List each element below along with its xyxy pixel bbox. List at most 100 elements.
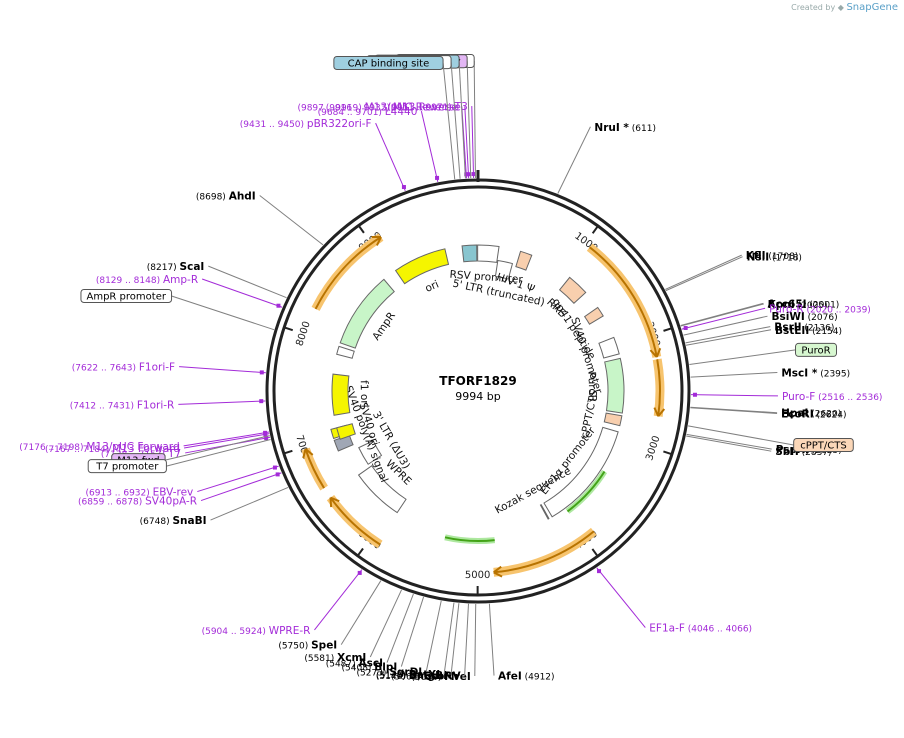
primer-leader-4 xyxy=(375,122,406,191)
box-leader-6 xyxy=(164,435,270,461)
feature-label-puror: PuroR xyxy=(585,371,598,402)
tick-7000 xyxy=(284,449,293,455)
boxed-label-cppt-cts xyxy=(793,438,854,453)
primer-mark-wpre-r xyxy=(357,570,362,575)
site-label-bsiwi: BsiWI (2076) xyxy=(771,311,837,323)
site-leader-8 xyxy=(690,371,778,378)
primer-leader-14 xyxy=(681,307,766,330)
feature-block-16 xyxy=(336,345,355,359)
tick-4000 xyxy=(591,548,598,556)
orf-arrowhead-5 xyxy=(371,235,382,246)
boxed-label-ampr-promoter xyxy=(80,288,173,303)
orf-line-1 xyxy=(656,359,661,417)
site-leader-17 xyxy=(443,602,455,675)
site-leader-18 xyxy=(425,600,442,672)
primer-leader-13 xyxy=(314,569,363,631)
primer-label-ef1a-f: EF1a-F (4046 .. 4066) xyxy=(649,623,752,635)
plasmid-name: TFORF1829 xyxy=(439,374,516,388)
primer-label-ebv-rev: (6913 .. 6932) EBV-rev xyxy=(86,487,194,499)
tick-1000 xyxy=(591,226,599,234)
primer-mark-pbr322ori-f xyxy=(401,185,406,190)
site-label-bmgbi: (5140) BmgBI xyxy=(376,670,447,682)
tick-label-8000: 8000 xyxy=(294,320,312,348)
primer-leader-7 xyxy=(178,400,266,405)
primer-mark-f1ori-r xyxy=(259,399,264,404)
primer-mark-t3 xyxy=(471,172,476,177)
feature-gp41-peptide xyxy=(583,306,604,325)
feature-label-f1-ori: f1 ori xyxy=(358,380,371,408)
primer-label-puro-r: Puro-R (2020 .. 2039) xyxy=(769,303,871,315)
orf-line-0 xyxy=(588,246,658,358)
primer-leader-9 xyxy=(183,433,270,449)
primer-label-amp-r: (8129 .. 8148) Amp-R xyxy=(96,274,198,286)
tick-8000 xyxy=(284,326,294,332)
site-leader-24 xyxy=(208,265,287,299)
tick-label-3000: 3000 xyxy=(644,434,662,462)
site-label-scai: (8217) ScaI xyxy=(147,261,205,273)
primer-label-m13-reverse: (9916 .. 9932) M13 Reverse xyxy=(326,101,461,113)
primer-leader-0 xyxy=(471,106,475,179)
site-label-bsteii: BstEII (2154) xyxy=(775,325,842,337)
primer-mark-sv40pa-r xyxy=(275,472,280,477)
primer-leader-11 xyxy=(197,465,279,493)
site-label-msci: MscI * (2395) xyxy=(781,367,850,379)
orf-arrowhead-2 xyxy=(493,565,503,578)
primer-leader-3 xyxy=(420,111,439,182)
plasmid-length: 9994 bp xyxy=(455,390,500,403)
primer-mark-m13-puc-reverse xyxy=(464,172,469,177)
primer-mark-ef1a-f xyxy=(597,569,602,574)
tick-label-5000: 5000 xyxy=(465,570,490,581)
feature-rre xyxy=(558,276,587,304)
site-leader-15 xyxy=(464,603,469,676)
site-label-afei: AfeI (4912) xyxy=(498,671,555,683)
box-leader-2 xyxy=(458,61,466,179)
primer-leader-5 xyxy=(201,278,283,308)
boxed-label-cap-binding-site xyxy=(333,55,444,70)
primer-mark-m13-reverse xyxy=(466,172,471,177)
feature-3-ltr-u3 xyxy=(358,440,383,465)
feature-sv40-promoter xyxy=(598,336,620,359)
box-leader-1 xyxy=(466,61,472,179)
box-leader-9 xyxy=(688,425,794,446)
site-label-snabi: (6748) SnaBI xyxy=(140,515,207,527)
feature-rsv-promoter xyxy=(477,244,500,263)
primer-leader-16 xyxy=(596,567,646,628)
primer-mark-amp-r xyxy=(276,303,281,308)
feature-ori xyxy=(394,248,450,285)
site-leader-7 xyxy=(685,329,772,346)
orf-arrowhead-0 xyxy=(649,347,662,358)
site-leader-21 xyxy=(369,589,402,658)
site-leader-20 xyxy=(386,593,414,663)
site-leader-1 xyxy=(665,254,742,290)
site-label-blpi: (5408) BlpI xyxy=(342,662,398,674)
boxed-text-cppt-cts: cPPT/CTS xyxy=(800,441,846,452)
primer-mark-t7 xyxy=(264,436,269,441)
site-label-xcmi: (5581) XcmI xyxy=(304,652,366,664)
primer-leader-8 xyxy=(183,431,270,447)
feature-wpre xyxy=(357,465,407,514)
site-label-bstxi: (5177) BstXI xyxy=(376,669,440,681)
box-leader-7 xyxy=(166,439,271,467)
site-leader-9 xyxy=(690,406,778,414)
primer-leader-6 xyxy=(179,366,266,374)
feature-5-ltr-truncated xyxy=(494,259,514,280)
backbone-inner-ring xyxy=(272,185,684,597)
site-label-sgrdi: (5273) SgrDI xyxy=(357,667,423,679)
primer-label-t3: (9951 .. 9971) T3 xyxy=(388,101,468,113)
site-label-acc65i: Acc65I (2001) xyxy=(767,298,839,310)
boxed-text-puror: PuroR xyxy=(801,345,830,356)
site-leader-10 xyxy=(690,407,778,414)
box-leader-0 xyxy=(473,61,476,179)
orf-arrowhead-4 xyxy=(302,448,314,459)
site-label-kpni: KpnI (2005) xyxy=(768,299,828,311)
primer-leader-1 xyxy=(464,106,470,179)
primer-label-wpre-r: (5904 .. 5924) WPRE-R xyxy=(202,625,311,637)
feature-hiv-1 xyxy=(515,250,533,271)
site-label-ecorv: (5068) EcoRV xyxy=(391,671,461,683)
feature-sv40-ori xyxy=(336,423,356,440)
primer-label-puro-f: Puro-F (2516 .. 2536) xyxy=(782,391,882,403)
site-leader-3 xyxy=(680,302,764,326)
site-leader-19 xyxy=(400,596,425,667)
primer-label-f1ori-f: (7622 .. 7643) F1ori-F xyxy=(72,362,175,374)
